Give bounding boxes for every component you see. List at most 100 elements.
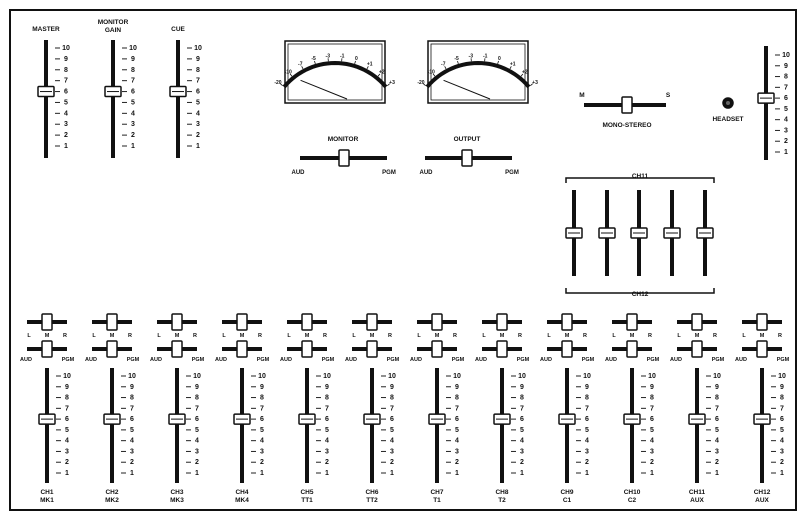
fader-track — [500, 368, 504, 483]
switch-knob[interactable] — [338, 149, 350, 167]
monitor-switch-left-label: AUD — [292, 170, 306, 176]
source-switch-knob[interactable] — [301, 340, 313, 358]
fader-scale-tick: 2 — [260, 459, 264, 466]
fader-scale-tick: 5 — [390, 427, 394, 434]
meter-needle — [300, 79, 348, 100]
source-switch-knob[interactable] — [561, 340, 573, 358]
pan-label-mid: M — [45, 333, 50, 339]
pan-switch-knob[interactable] — [171, 313, 183, 331]
pan-switch-knob[interactable] — [236, 313, 248, 331]
source-switch-knob[interactable] — [366, 340, 378, 358]
pan-switch-knob[interactable] — [431, 313, 443, 331]
pan-switch-knob[interactable] — [301, 313, 313, 331]
fader-scale-tick: 7 — [650, 405, 654, 412]
meter-tick — [280, 83, 283, 86]
meter-scale-label: -20 — [417, 80, 424, 86]
pan-switch-knob[interactable] — [561, 313, 573, 331]
mono-stereo-left-label: M — [579, 92, 584, 99]
fader-scale-tick: 4 — [520, 438, 524, 445]
fader-scale-tick: 8 — [260, 395, 264, 402]
source-label-aud: AUD — [540, 357, 552, 363]
group-top-label: CH11 — [632, 173, 649, 180]
source-switch-knob[interactable] — [496, 340, 508, 358]
pan-switch-knob[interactable] — [366, 313, 378, 331]
fader-scale-tick: 5 — [784, 106, 788, 113]
fader-scale-tick: 10 — [518, 373, 526, 380]
fader-scale-tick: 2 — [195, 459, 199, 466]
top-fader-label: CUE — [171, 26, 185, 33]
switch-knob[interactable] — [461, 149, 473, 167]
fader-scale-tick: 5 — [455, 427, 459, 434]
meter-needle — [443, 79, 491, 100]
fader-scale-tick: 8 — [784, 74, 788, 81]
fader-scale-tick: 2 — [455, 459, 459, 466]
fader-scale-tick: 10 — [258, 373, 266, 380]
fader-scale-tick: 6 — [780, 416, 784, 423]
pan-label-left: L — [287, 333, 291, 339]
meter-scale-label: -5 — [454, 56, 459, 62]
pan-switch-knob[interactable] — [691, 313, 703, 331]
fader-scale-tick: 9 — [64, 56, 68, 63]
source-switch-knob[interactable] — [756, 340, 768, 358]
pan-switch-knob[interactable] — [756, 313, 768, 331]
source-label-pgm: PGM — [452, 357, 465, 363]
source-switch-knob[interactable] — [626, 340, 638, 358]
source-switch-knob[interactable] — [171, 340, 183, 358]
source-switch-knob[interactable] — [691, 340, 703, 358]
meter-scale-label: -3 — [469, 53, 474, 59]
fader-scale-tick: 9 — [650, 384, 654, 391]
meter-scale-label: -3 — [326, 53, 331, 59]
source-label-pgm: PGM — [777, 357, 790, 363]
fader-scale-tick: 2 — [325, 459, 329, 466]
source-switch-knob[interactable] — [41, 340, 53, 358]
fader-scale-tick: 8 — [195, 395, 199, 402]
fader-scale-tick: 10 — [648, 373, 656, 380]
pan-label-mid: M — [370, 333, 375, 339]
fader-scale-tick: 9 — [260, 384, 264, 391]
fader-scale-tick: 1 — [784, 149, 788, 156]
fader-scale-tick: 7 — [65, 405, 69, 412]
source-label-aud: AUD — [150, 357, 162, 363]
source-label-aud: AUD — [605, 357, 617, 363]
group-bottom-label: CH12 — [632, 291, 649, 298]
fader-scale-tick: 2 — [196, 132, 200, 139]
pan-switch-knob[interactable] — [496, 313, 508, 331]
pan-switch-knob[interactable] — [626, 313, 638, 331]
fader-scale-tick: 2 — [585, 459, 589, 466]
fader-scale-tick: 4 — [325, 438, 329, 445]
pan-switch-knob[interactable] — [41, 313, 53, 331]
meter-scale-label: 0 — [355, 56, 358, 62]
meter-scale-label: +2 — [379, 70, 385, 76]
fader-scale-tick: 3 — [390, 448, 394, 455]
fader-scale-tick: 9 — [784, 63, 788, 70]
fader-scale-tick: 5 — [260, 427, 264, 434]
switch-knob[interactable] — [621, 96, 633, 114]
pan-label-mid: M — [435, 333, 440, 339]
fader-scale-tick: 3 — [131, 121, 135, 128]
source-switch-knob[interactable] — [236, 340, 248, 358]
fader-scale-tick: 10 — [63, 373, 71, 380]
pan-switch-knob[interactable] — [106, 313, 118, 331]
meter-tick — [520, 73, 524, 77]
meter-scale-label: -10 — [285, 70, 292, 76]
source-switch-knob[interactable] — [431, 340, 443, 358]
channel-source: TT1 — [301, 497, 313, 504]
pan-label-left: L — [417, 333, 421, 339]
source-switch-knob[interactable] — [106, 340, 118, 358]
fader-scale-tick: 6 — [64, 89, 68, 96]
panel-border — [9, 9, 797, 511]
